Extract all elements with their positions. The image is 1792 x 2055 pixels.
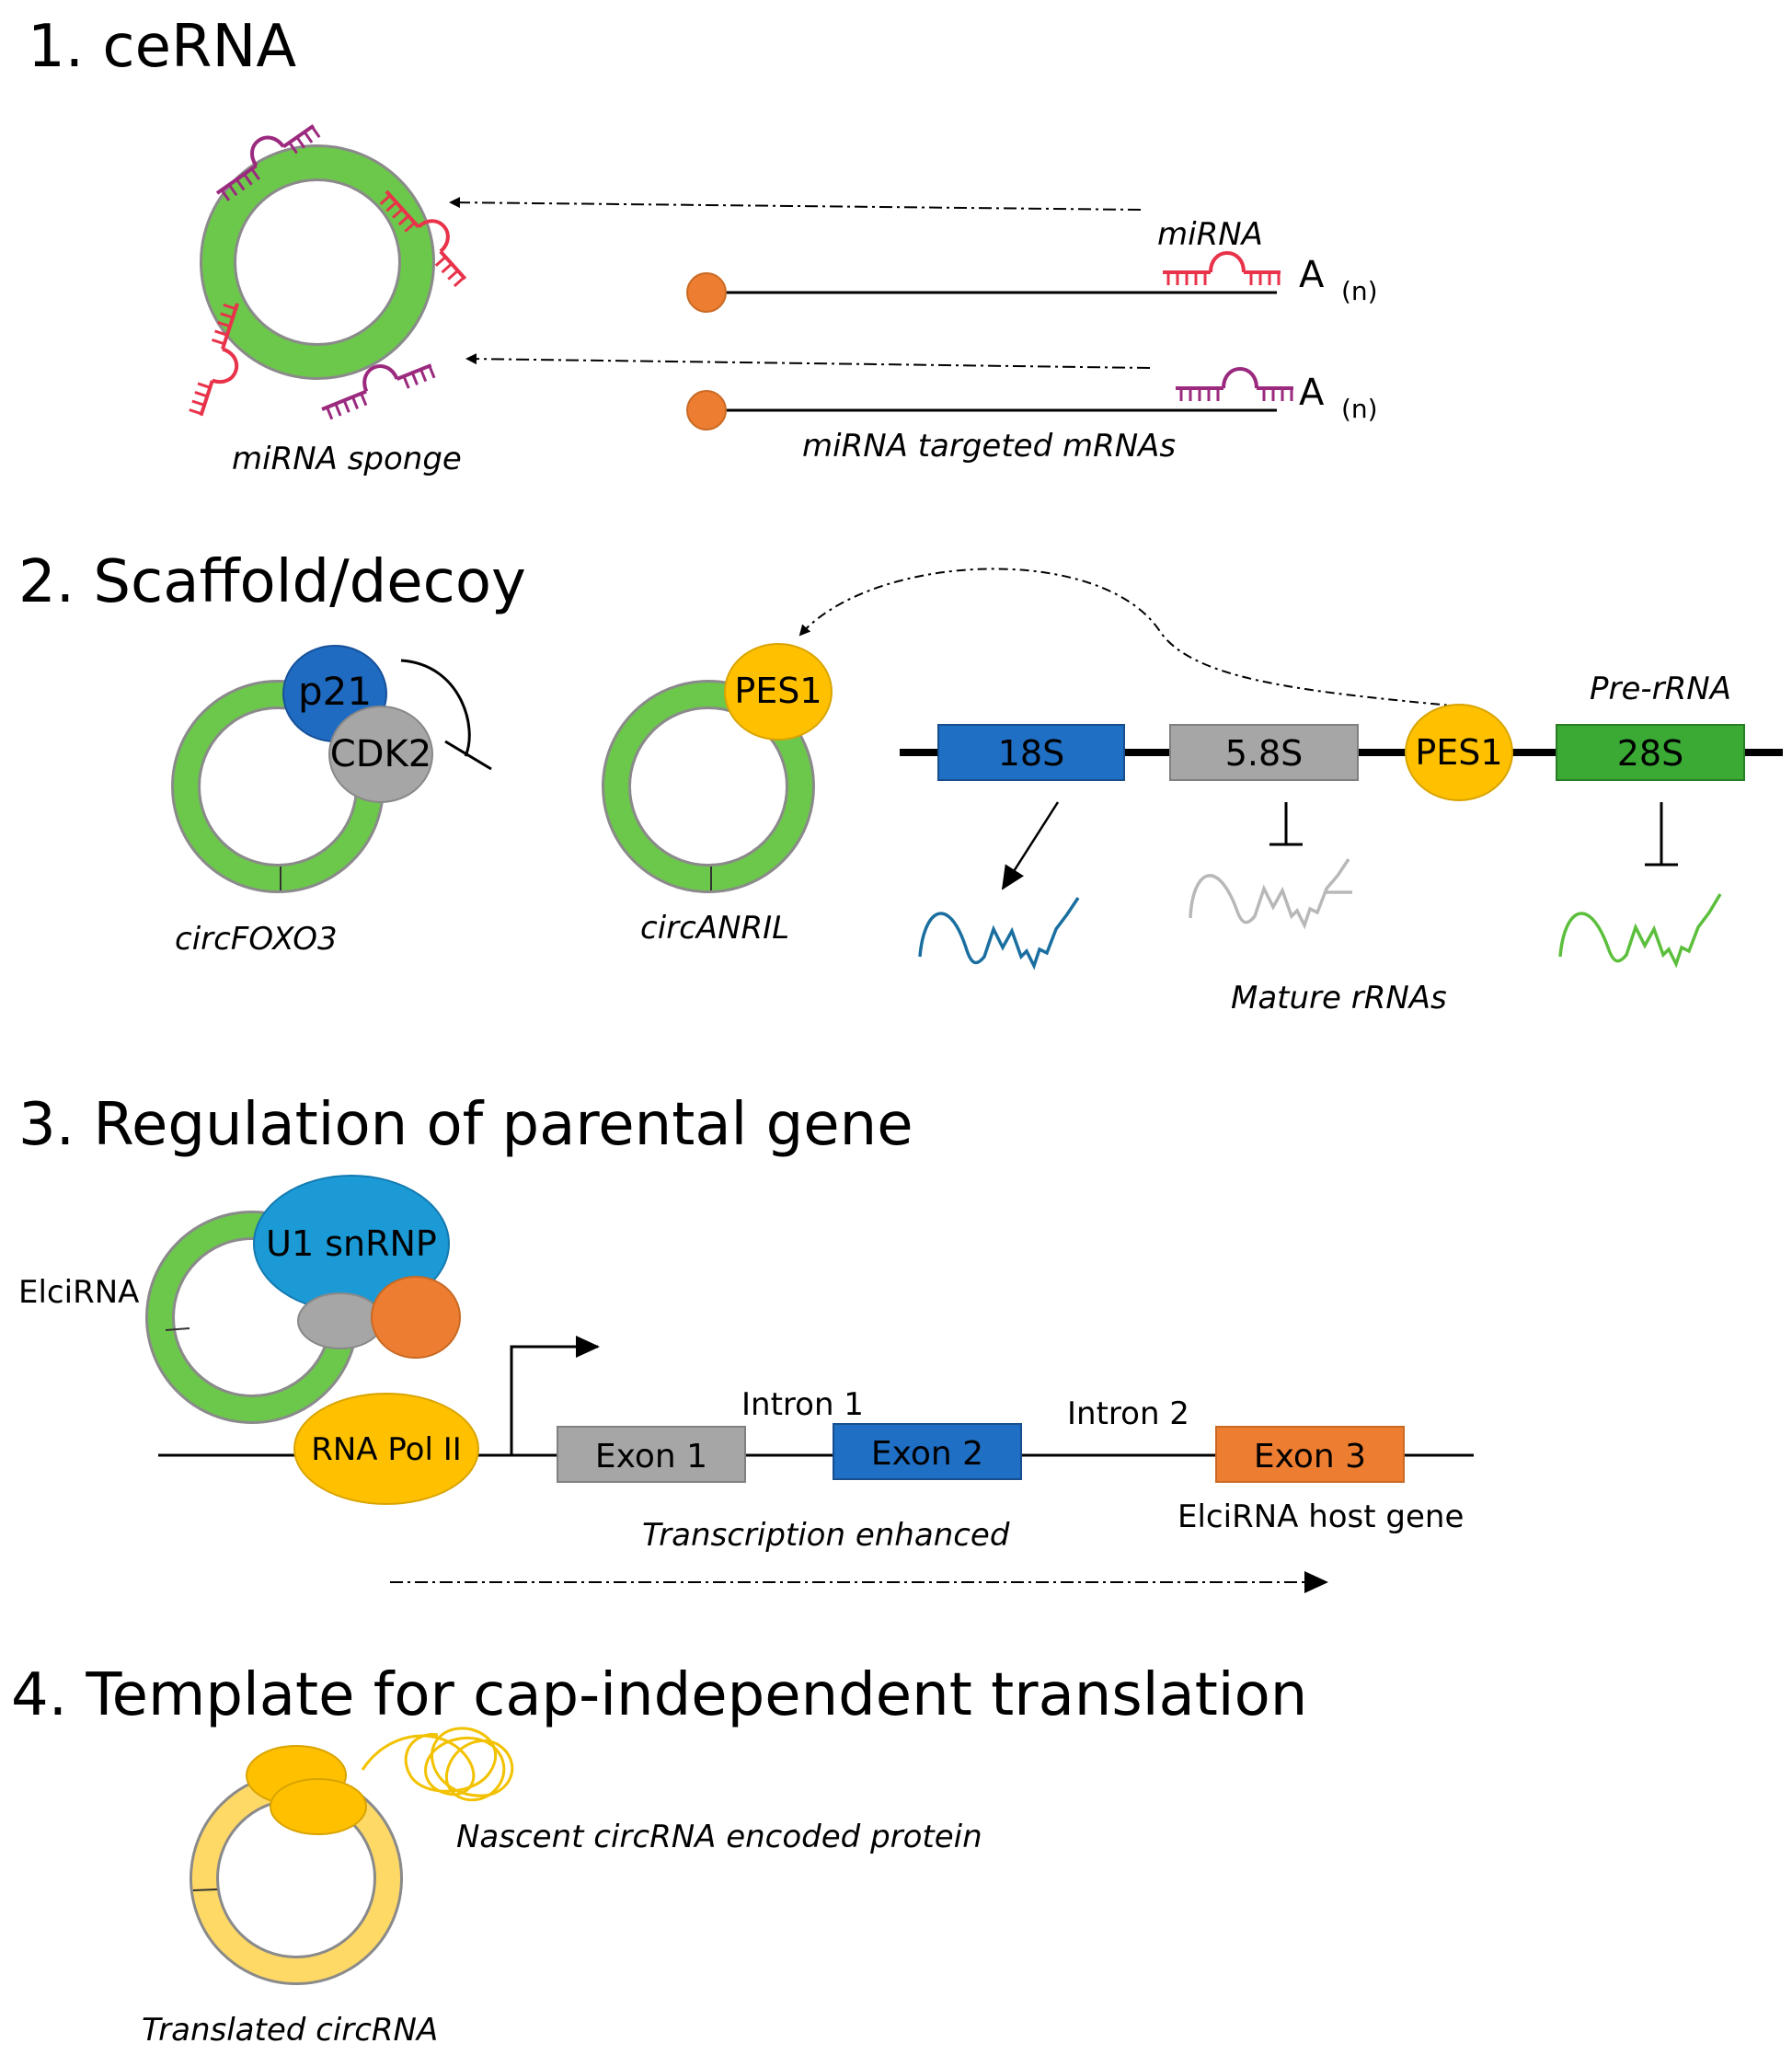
intron1-label: Intron 1 — [741, 1386, 864, 1423]
cdk2-label: CDK2 — [330, 733, 431, 775]
host-gene-label: ElciRNA host gene — [1177, 1498, 1464, 1535]
pes1-bound-protein — [1405, 704, 1513, 801]
inhibit-28s — [1645, 802, 1678, 867]
mrna-top — [686, 272, 1277, 313]
mature-rrna-green — [1558, 893, 1722, 969]
pes1-bound-label: PES1 — [1415, 732, 1502, 773]
cdk2-inhibition-bar — [444, 740, 492, 771]
pes1-circ-protein — [724, 643, 833, 740]
pes1-transfer-arrow — [798, 568, 1462, 707]
polya-bottom-subscript: (n) — [1341, 394, 1378, 424]
prerrna-label: Pre-rRNA — [1590, 671, 1731, 707]
box-28s — [1556, 724, 1745, 781]
exon1-box — [557, 1426, 746, 1483]
pes1-circ-label: PES1 — [734, 671, 821, 711]
gray-factor — [297, 1292, 384, 1349]
heading-scaffold: 2. Scaffold/decoy — [18, 548, 526, 616]
p21-label: p21 — [298, 669, 372, 714]
sponge-arrow-top — [449, 197, 1142, 211]
sponge-arrow-bottom — [465, 353, 1151, 369]
sponge-label: miRNA sponge — [232, 441, 462, 477]
nascent-protein-label: Nascent circRNA encoded protein — [456, 1819, 982, 1855]
box-58s-label: 5.8S — [1225, 733, 1304, 774]
box-58s — [1169, 724, 1359, 781]
box-18s-label: 18S — [998, 733, 1064, 774]
polya-top: A — [1299, 254, 1325, 296]
exon2-label: Exon 2 — [871, 1435, 983, 1473]
circfoxo3-label: circFOXO3 — [175, 921, 338, 958]
exon1-label: Exon 1 — [595, 1438, 707, 1475]
box-18s — [937, 724, 1125, 781]
intron2-label: Intron 2 — [1067, 1395, 1189, 1432]
orange-factor — [371, 1276, 461, 1359]
polya-bottom: A — [1299, 372, 1325, 414]
heading-translation: 4. Template for cap-independent translat… — [11, 1661, 1307, 1729]
rna-pol-ii — [293, 1393, 479, 1505]
ribosome-small-subunit — [270, 1778, 367, 1835]
mrna-top-mirna — [1161, 251, 1282, 287]
arrow-18s-mature — [1001, 801, 1060, 890]
heading-cerna: 1. ceRNA — [28, 13, 296, 81]
box-28s-label: 28S — [1617, 733, 1683, 774]
circanril-label: circANRIL — [640, 910, 789, 947]
elcirna-label: ElciRNA — [18, 1274, 139, 1311]
mrna-bottom-mirna — [1174, 367, 1295, 403]
inhibit-58s — [1269, 802, 1303, 846]
mirna-sponge-circle — [200, 144, 435, 380]
transcription-enhanced-label: Transcription enhanced — [642, 1517, 1010, 1554]
cdk2-inhibition-arc — [400, 659, 471, 757]
exon3-box — [1215, 1426, 1405, 1483]
mrna-bottom — [686, 390, 1277, 431]
exon3-label: Exon 3 — [1254, 1438, 1366, 1475]
u1-snrnp-label: U1 snRNP — [266, 1223, 437, 1264]
cdk2-protein — [328, 706, 433, 803]
mature-rrna-blue — [918, 897, 1080, 970]
polya-top-subscript: (n) — [1341, 276, 1378, 306]
mature-rrna-gray — [1189, 858, 1352, 930]
tss-arrow — [510, 1336, 600, 1455]
translated-circrna-label: Translated circRNA — [142, 2012, 438, 2049]
heading-parental: 3. Regulation of parental gene — [18, 1091, 913, 1159]
exon2-box — [833, 1423, 1022, 1480]
targets-label: miRNA targeted mRNAs — [802, 428, 1176, 465]
rna-pol-ii-label: RNA Pol II — [311, 1431, 462, 1468]
mature-rrnas-label: Mature rRNAs — [1231, 980, 1447, 1016]
mirna-label: miRNA — [1157, 216, 1263, 253]
nascent-protein-scribble — [361, 1727, 514, 1802]
circanril-circle — [602, 680, 815, 893]
